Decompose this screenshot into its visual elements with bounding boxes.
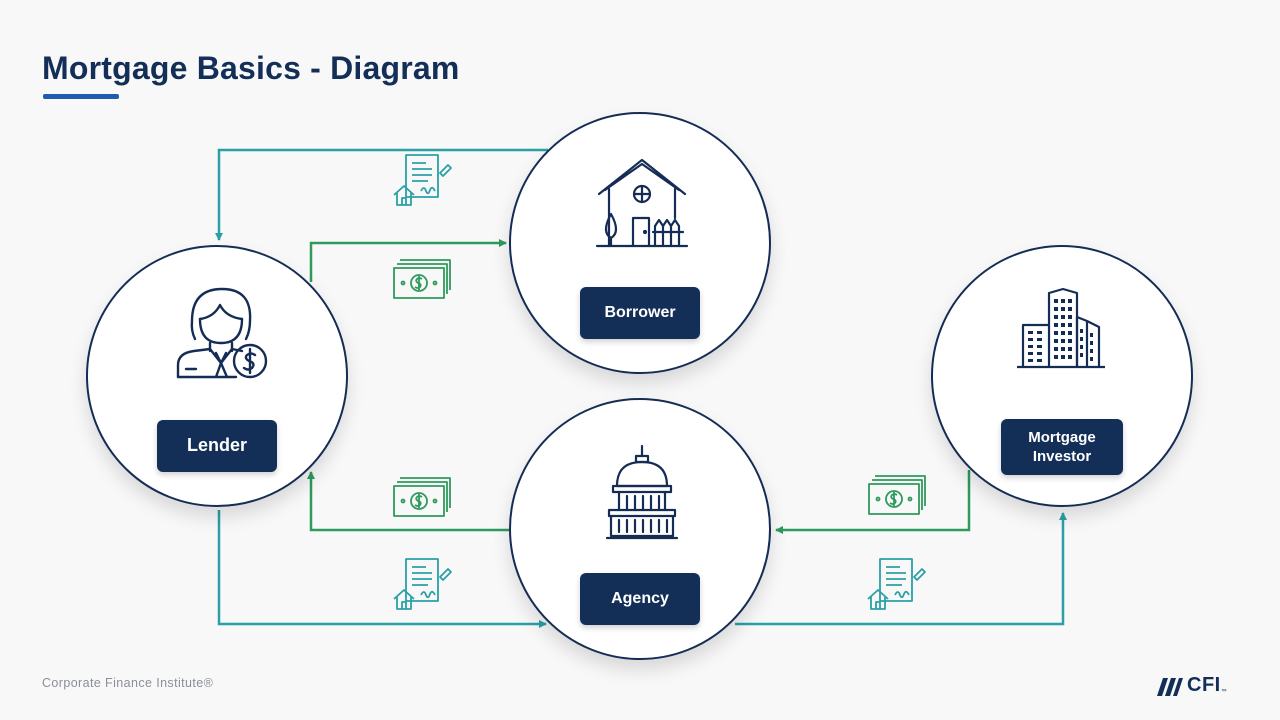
mortgage-investor-node: Mortgage Investor: [931, 245, 1193, 507]
house-icon: [595, 158, 689, 248]
flow-agency-to-lender-money: [307, 471, 509, 532]
agency-label: Agency: [580, 573, 700, 625]
cash-icon: [393, 259, 451, 299]
mortgage-investor-label-line1: Mortgage: [1028, 428, 1096, 446]
mortgage-investor-label: Mortgage Investor: [1001, 419, 1123, 475]
lender-label: Lender: [157, 420, 277, 472]
lender-node: Lender: [86, 245, 348, 507]
title-underline: [43, 94, 119, 99]
banker-icon: [176, 287, 268, 379]
mortgage-document-icon: [393, 154, 452, 206]
capitol-building-icon: [605, 444, 679, 540]
flow-borrower-to-lender-document: [215, 148, 548, 241]
cash-icon: [868, 475, 926, 515]
cfi-logo-mark: [1157, 677, 1183, 696]
cfi-logo: CFI ™: [1157, 674, 1227, 697]
footer-credit: Corporate Finance Institute®: [42, 676, 214, 690]
mortgage-document-icon: [867, 558, 926, 610]
agency-node: Agency: [509, 398, 771, 660]
cash-icon: [393, 477, 451, 517]
flow-lender-to-agency-document: [217, 510, 547, 628]
page-title: Mortgage Basics - Diagram: [42, 50, 460, 86]
flow-investor-to-agency-money: [775, 470, 971, 534]
mortgage-investor-label-line2: Investor: [1032, 448, 1092, 465]
mortgage-document-icon: [393, 558, 452, 610]
office-buildings-icon: [1017, 287, 1105, 369]
borrower-label: Borrower: [580, 287, 700, 339]
flow-lender-to-borrower-money: [309, 239, 507, 282]
flow-agency-to-investor-document: [735, 512, 1067, 626]
cfi-logo-text: CFI: [1187, 674, 1221, 696]
cfi-trademark: ™: [1220, 688, 1227, 695]
borrower-node: Borrower: [509, 112, 771, 374]
